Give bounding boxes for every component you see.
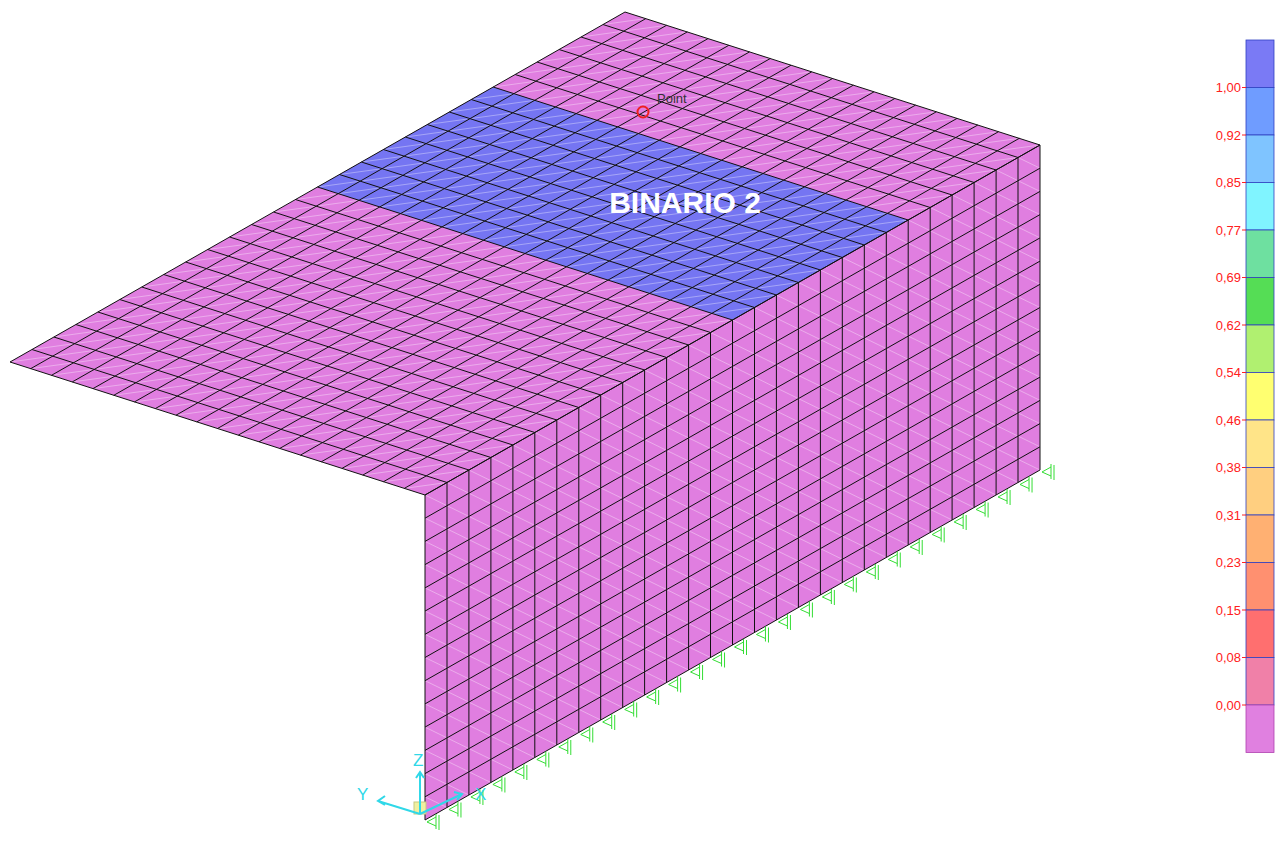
legend-swatch (1246, 135, 1274, 183)
legend-swatch (1246, 183, 1274, 231)
legend-swatch (1246, 373, 1274, 421)
legend-tick (1242, 277, 1246, 278)
legend-value: 0,92 (1216, 128, 1241, 143)
legend-swatch (1246, 515, 1274, 563)
legend-value: 0,38 (1216, 460, 1241, 475)
legend-value: 0,31 (1216, 508, 1241, 523)
legend-swatch (1246, 468, 1274, 516)
legend-value: 0,69 (1216, 270, 1241, 285)
legend-tick (1242, 135, 1246, 136)
legend-swatch (1246, 610, 1274, 658)
mesh-grid (10, 12, 1040, 820)
point-label: Point (657, 91, 687, 106)
legend-tick (1242, 325, 1246, 326)
legend-value: 0,15 (1216, 603, 1241, 618)
legend-tick (1242, 230, 1246, 231)
y-axis (378, 796, 420, 814)
legend-tick (1242, 420, 1246, 421)
point-marker (638, 107, 649, 118)
legend-tick (1242, 515, 1246, 516)
legend-swatch-bottom (1246, 705, 1274, 753)
legend-value: 0,23 (1216, 555, 1241, 570)
legend-tick (1242, 467, 1246, 468)
legend-tick (1242, 610, 1246, 611)
legend-tick (1242, 657, 1246, 658)
legend-value: 0,62 (1216, 318, 1241, 333)
legend-tick (1242, 705, 1246, 706)
legend-tick (1242, 562, 1246, 563)
legend-value: 0,54 (1216, 365, 1241, 380)
legend-tick (1242, 87, 1246, 88)
axis-label: Y (357, 785, 368, 805)
legend-swatch (1246, 658, 1274, 706)
band-title: BINARIO 2 (609, 186, 761, 220)
legend-swatch (1246, 88, 1274, 136)
legend-swatch (1246, 230, 1274, 278)
legend-swatch (1246, 278, 1274, 326)
legend-swatch (1246, 325, 1274, 373)
legend-tick (1242, 372, 1246, 373)
mesh-diagonals (10, 19, 1040, 808)
legend-value: 0,00 (1216, 698, 1241, 713)
legend-value: 0,77 (1216, 223, 1241, 238)
legend-value: 0,85 (1216, 175, 1241, 190)
axis-label: X (475, 785, 486, 805)
legend-swatch (1246, 40, 1274, 88)
legend-value: 0,46 (1216, 413, 1241, 428)
x-axis (420, 792, 462, 814)
load-band-label: BINARIO 2 (609, 186, 761, 220)
legend-value: 1,00 (1216, 80, 1241, 95)
legend-tick (1242, 182, 1246, 183)
axis-label: Z (413, 751, 423, 771)
legend-swatch (1246, 420, 1274, 468)
legend-swatch (1246, 563, 1274, 611)
support-symbols (427, 464, 1054, 830)
legend-value: 0,08 (1216, 650, 1241, 665)
z-axis (416, 772, 424, 814)
